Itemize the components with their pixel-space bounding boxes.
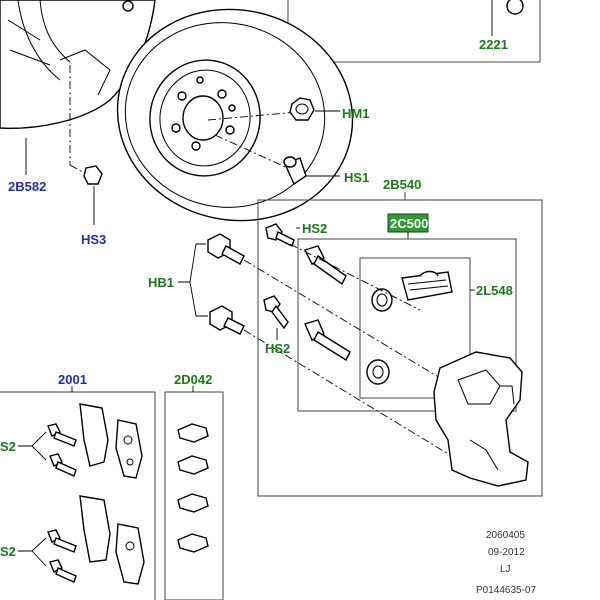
footer-code: 2060405 [486, 530, 525, 541]
brake-shield [0, 0, 156, 129]
caliper-bracket [433, 351, 529, 487]
callout-2b582: 2B582 [8, 179, 46, 194]
pad-kit-2l548 [401, 270, 453, 301]
footer-initials: LJ [500, 564, 511, 575]
callout-s2-bottom: S2 [0, 544, 16, 559]
callout-2001: 2001 [58, 372, 87, 387]
footer-ref: P0144635-07 [476, 585, 536, 596]
callout-2c500-highlight: 2C500 [387, 213, 429, 233]
bolt-hb1 [178, 233, 245, 335]
callout-2b540: 2B540 [383, 177, 421, 192]
screw-hs3 [83, 165, 103, 225]
piston-seal [366, 288, 393, 385]
screw-hs2 [263, 223, 300, 340]
pad-box-2001 [0, 386, 156, 600]
clip-box-2d042 [164, 386, 224, 600]
callout-2221: 2221 [479, 37, 508, 52]
guide-pin [304, 245, 351, 362]
callout-hb1: HB1 [148, 275, 174, 290]
caliper-assembly-box-2b540 [257, 192, 543, 497]
nut-hm1 [289, 97, 340, 121]
callout-hm1: HM1 [342, 106, 369, 121]
callout-hs2-top: HS2 [302, 221, 327, 236]
caliper-box-2c500 [297, 232, 517, 412]
callout-s2-top: S2 [0, 439, 16, 454]
callout-2d042: 2D042 [174, 372, 212, 387]
callout-hs2-mid: HS2 [265, 341, 290, 356]
screw-hs1 [283, 156, 340, 186]
callout-hs3: HS3 [81, 232, 106, 247]
callout-2l548: 2L548 [476, 283, 513, 298]
pad-box-2l548 [359, 257, 475, 399]
footer-date: 09-2012 [488, 547, 525, 558]
callout-2c500: 2C500 [390, 216, 428, 231]
callout-hs1: HS1 [344, 170, 369, 185]
